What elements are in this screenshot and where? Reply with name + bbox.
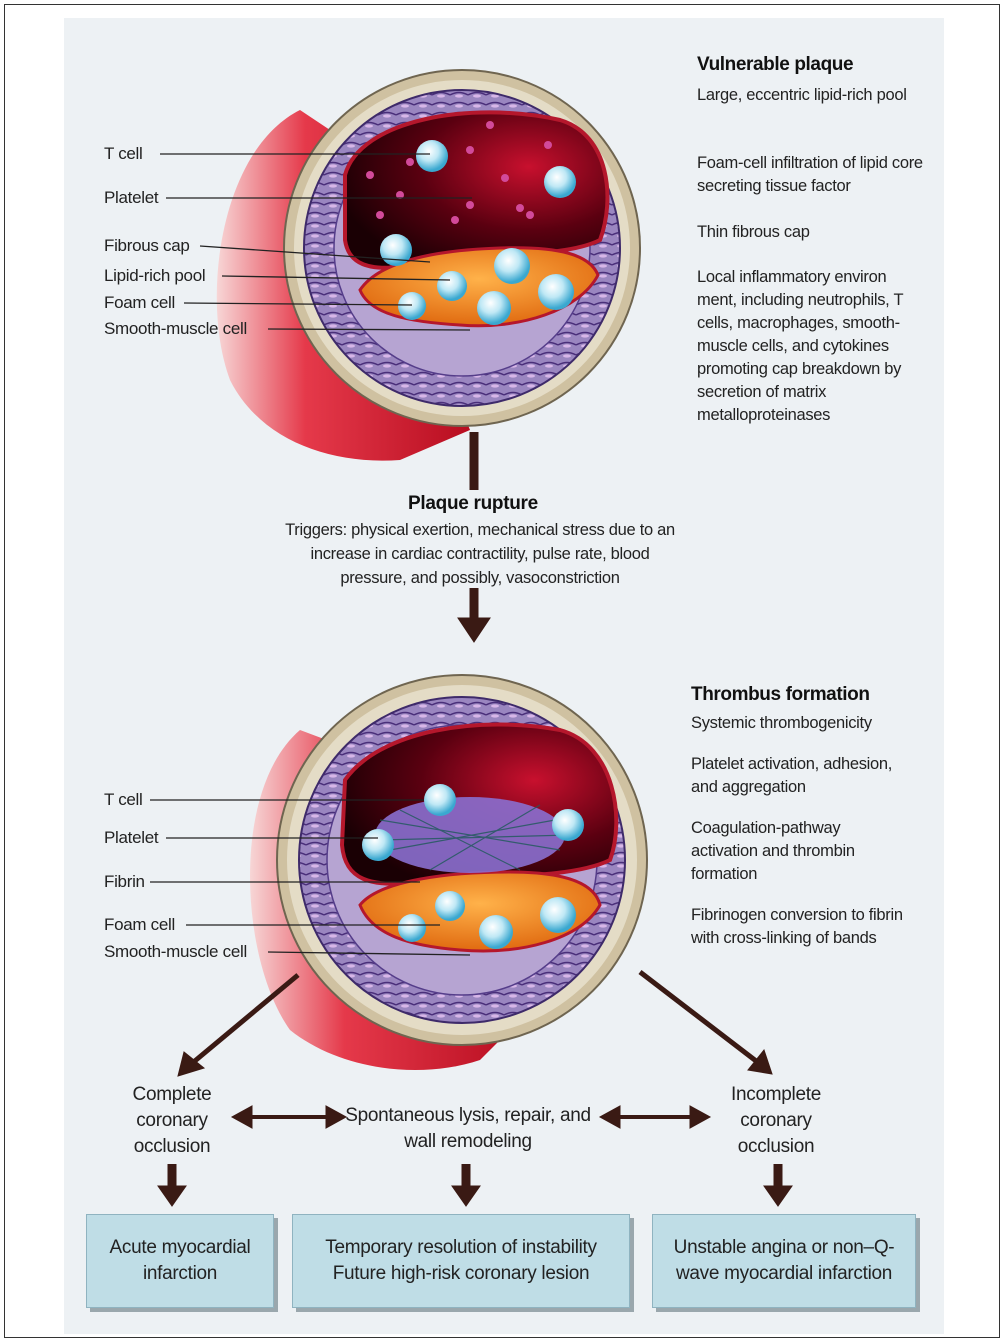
thrombus-item-systemic: Systemic thrombogenicity <box>691 712 921 735</box>
outcome-incomplete-occlusion: Incomplete coronary occlusion <box>710 1082 842 1160</box>
outcome-complete-occlusion: Complete coronary occlusion <box>106 1082 238 1160</box>
label-platelet: Platelet <box>104 188 158 208</box>
result-acute-mi: Acute myocardial infarction <box>86 1214 274 1308</box>
result-temporary-line-2: Future high-risk coronary lesion <box>333 1261 590 1287</box>
label-fibrous-cap: Fibrous cap <box>104 236 190 256</box>
label-foam-cell: Foam cell <box>104 915 175 935</box>
vulnerable-item-foam-cell: Foam-cell infiltration of lipid core sec… <box>697 152 927 198</box>
plaque-rupture-triggers: Triggers: physical exertion, mechanical … <box>280 518 680 590</box>
thrombus-formation-title: Thrombus formation <box>691 684 870 706</box>
result-unstable-angina-text: Unstable angina or non–Q-wave myocardial… <box>661 1235 907 1287</box>
top-vessel <box>217 70 640 461</box>
vulnerable-item-thin-cap: Thin fibrous cap <box>697 221 927 244</box>
vulnerable-item-lipid-pool: Large, eccentric lipid-rich pool <box>697 84 907 107</box>
vulnerable-plaque-title: Vulnerable plaque <box>697 54 853 76</box>
label-t-cell: T cell <box>104 144 143 164</box>
bottom-vessel <box>250 675 647 1070</box>
label-t-cell: T cell <box>104 790 143 810</box>
label-smooth-muscle-cell: Smooth-muscle cell <box>104 942 247 962</box>
plaque-rupture-title: Plaque rupture <box>300 493 646 515</box>
label-smooth-muscle-cell: Smooth-muscle cell <box>104 319 247 339</box>
outcome-spontaneous-lysis: Spontaneous lysis, repair, and wall remo… <box>340 1103 596 1155</box>
result-acute-mi-text: Acute myocardial infarction <box>105 1235 255 1287</box>
result-unstable-angina: Unstable angina or non–Q-wave myocardial… <box>652 1214 916 1308</box>
thrombus-item-platelet: Platelet activation, adhesion, and aggre… <box>691 753 921 799</box>
thrombus-item-fibrinogen: Fibrinogen conversion to fibrin with cro… <box>691 904 911 950</box>
vulnerable-item-inflammatory: Local inflammatory environ ment, includi… <box>697 266 929 427</box>
result-temporary-resolution: Temporary resolution of instability Futu… <box>292 1214 630 1308</box>
label-platelet: Platelet <box>104 828 158 848</box>
result-temporary-line-1: Temporary resolution of instability <box>325 1235 596 1261</box>
label-fibrin: Fibrin <box>104 872 145 892</box>
label-foam-cell: Foam cell <box>104 293 175 313</box>
thrombus-item-coagulation: Coagulation-pathway activation and throm… <box>691 817 911 886</box>
label-lipid-rich-pool: Lipid-rich pool <box>104 266 205 286</box>
